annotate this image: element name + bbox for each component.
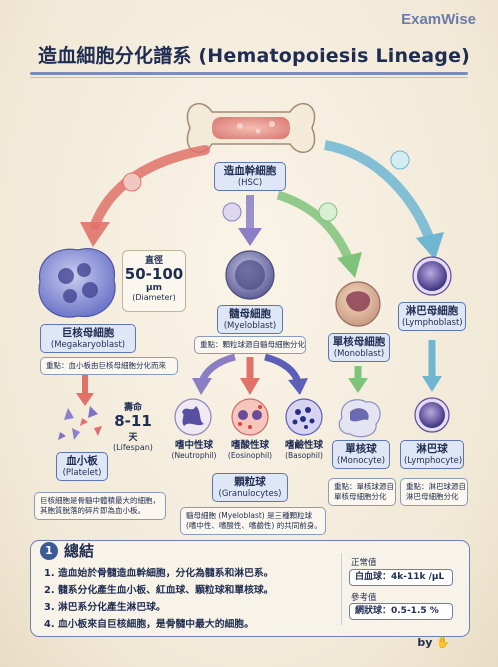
lifespan-label: 壽命	[123, 403, 142, 413]
platelet-note-line2: 其胞質脫落的碎片即為血小板。	[40, 506, 145, 516]
bone-marrow-icon	[186, 102, 316, 154]
monocyte-cell	[338, 399, 381, 438]
platelet-note: 巨核細胞是骨髓中體積最大的細胞， 其胞質脫落的碎片即為血小板。	[34, 492, 166, 521]
platelet-icon	[58, 406, 102, 440]
eosinophil-label: 嗜酸性球 (Eosinophil)	[226, 437, 274, 460]
lifespan-en: (Lifespan)	[113, 442, 153, 452]
lymphoblast-cell	[412, 256, 452, 296]
reference-value: 網狀球：0.5-1.5 %	[349, 603, 453, 620]
hsc-label: 造血幹細胞 (HSC)	[214, 162, 286, 191]
granulocytes-note-line1: 髓母細胞 (Myeloblast) 是三種顆粒球	[186, 511, 313, 520]
lymphocyte-en: (Lymphocyte)	[404, 455, 463, 466]
hsc-abbr: (HSC)	[237, 177, 263, 188]
lymphoblast-en: (Lymphoblast)	[402, 317, 463, 328]
megakaryoblast-en: (Megakaryoblast)	[50, 339, 126, 350]
monocyte-name: 單核球	[345, 443, 377, 455]
neutrophil-label: 嗜中性球 (Neutrophil)	[170, 437, 218, 460]
monoblast-en: (Monoblast)	[333, 348, 385, 359]
normal-value-label: 正常值	[351, 558, 377, 568]
granulocytes-name: 顆粒球	[234, 476, 266, 488]
hand-icon: ✋	[436, 636, 450, 649]
monoblast-label: 單核母細胞 (Monoblast)	[328, 333, 390, 362]
diameter-unit: μm	[145, 282, 162, 293]
megakaryoblast-note: 重點：血小板由巨核母細胞分化而來	[40, 357, 178, 376]
myeloblast-note: 重點：顆粒球源自髓母細胞分化	[194, 336, 306, 355]
lymphocyte-note-line2: 淋巴母細胞分化	[406, 492, 459, 502]
brand-logo: ExamWise	[401, 11, 476, 28]
neutrophil-en: (Neutrophil)	[171, 451, 217, 460]
summary-panel	[30, 540, 470, 637]
lymphoblast-name: 淋巴母細胞	[405, 305, 459, 317]
summary-badge: 1	[40, 542, 58, 560]
myeloblast-en: (Myeloblast)	[223, 320, 277, 331]
lymphocyte-note-line1: 重點：淋巴球源自	[406, 482, 466, 491]
basophil-label: 嗜鹼性球 (Basophil)	[280, 437, 328, 460]
megakaryoblast-name: 巨核母細胞	[61, 327, 115, 339]
megakaryoblast-cell	[38, 248, 116, 318]
lymphocyte-note: 重點：淋巴球源自 淋巴母細胞分化	[400, 478, 468, 507]
diameter-en: (Diameter)	[132, 292, 176, 302]
diameter-stat: 直徑 50-100 μm (Diameter)	[122, 250, 186, 312]
lymphoblast-label: 淋巴母細胞 (Lymphoblast)	[398, 302, 466, 331]
eosinophil-cell	[231, 398, 269, 436]
basophil-en: (Basophil)	[285, 451, 323, 460]
hsc-name: 造血幹細胞	[223, 165, 277, 177]
platelet-label: 血小板 (Platelet)	[56, 452, 108, 481]
granulocytes-en: (Granulocytes)	[218, 488, 282, 499]
neutrophil-name: 嗜中性球	[174, 440, 213, 451]
summary-item-4: 4. 血小板來自巨核細胞，是骨髓中最大的細胞。	[44, 619, 254, 630]
myeloblast-cell	[225, 250, 275, 300]
eosinophil-en: (Eosinophil)	[227, 451, 273, 460]
byline-text: by	[417, 636, 433, 649]
platelet-name: 血小板	[66, 455, 98, 467]
monoblast-cell	[335, 281, 381, 327]
monocyte-note: 重點：單核球源自 單核母細胞分化	[328, 478, 396, 507]
monocyte-label: 單核球 (Monocyte)	[332, 440, 390, 469]
summary-item-2: 2. 髓系分化產生血小板、紅血球、顆粒球和單核球。	[44, 585, 274, 596]
arrow-to-lymphoblast	[324, 140, 435, 242]
summary-item-3: 3. 淋巴系分化產生淋巴球。	[44, 602, 166, 613]
arrow-to-monoblast	[276, 190, 355, 264]
lifespan-stat: 壽命 8-11 天 (Lifespan)	[110, 400, 156, 460]
normal-value: 白血球：4k-11k /μL	[349, 569, 453, 586]
summary-divider	[341, 553, 342, 625]
diameter-value: 50-100	[124, 265, 184, 283]
myeloblast-name: 髓母細胞	[229, 308, 271, 320]
monocyte-note-line2: 單核母細胞分化	[334, 492, 387, 502]
lifespan-value: 8-11	[114, 412, 152, 430]
megakaryoblast-label: 巨核母細胞 (Megakaryoblast)	[40, 324, 136, 353]
platelet-note-line1: 巨核細胞是骨髓中體積最大的細胞，	[40, 496, 160, 505]
basophil-cell	[285, 398, 323, 436]
granulocytes-note: 髓母細胞 (Myeloblast) 是三種顆粒球 (嗜中性、嗜酸性、嗜鹼性) 的…	[180, 507, 326, 536]
lymphocyte-label: 淋巴球 (Lymphocyte)	[400, 440, 464, 469]
byline: by ✋	[417, 636, 450, 649]
page-title: 造血細胞分化譜系 (Hematopoiesis Lineage)	[38, 45, 471, 67]
monocyte-note-line1: 重點：單核球源自	[334, 482, 394, 491]
lifespan-unit: 天	[128, 432, 138, 443]
neutrophil-cell	[174, 398, 212, 436]
monocyte-en: (Monocyte)	[336, 455, 386, 466]
diameter-label: 直徑	[144, 256, 163, 266]
title-underline-thin	[30, 77, 468, 78]
summary-item-1: 1. 造血始於骨髓造血幹細胞，分化為髓系和淋巴系。	[44, 568, 274, 579]
granulocytes-note-line2: (嗜中性、嗜酸性、嗜鹼性) 的共同前身。	[186, 521, 322, 531]
title-underline	[30, 72, 468, 75]
basophil-name: 嗜鹼性球	[284, 440, 323, 451]
lymphocyte-name: 淋巴球	[416, 443, 448, 455]
myeloblast-label: 髓母細胞 (Myeloblast)	[217, 305, 283, 334]
lymphocyte-cell	[414, 397, 450, 433]
arrow-to-megakaryoblast	[90, 145, 210, 230]
granulocytes-label: 顆粒球 (Granulocytes)	[212, 473, 288, 502]
reference-value-label: 參考值	[351, 593, 377, 603]
platelet-en: (Platelet)	[62, 467, 102, 478]
monoblast-name: 單核母細胞	[332, 336, 386, 348]
summary-title: 總結	[64, 542, 95, 560]
eosinophil-name: 嗜酸性球	[230, 440, 269, 451]
